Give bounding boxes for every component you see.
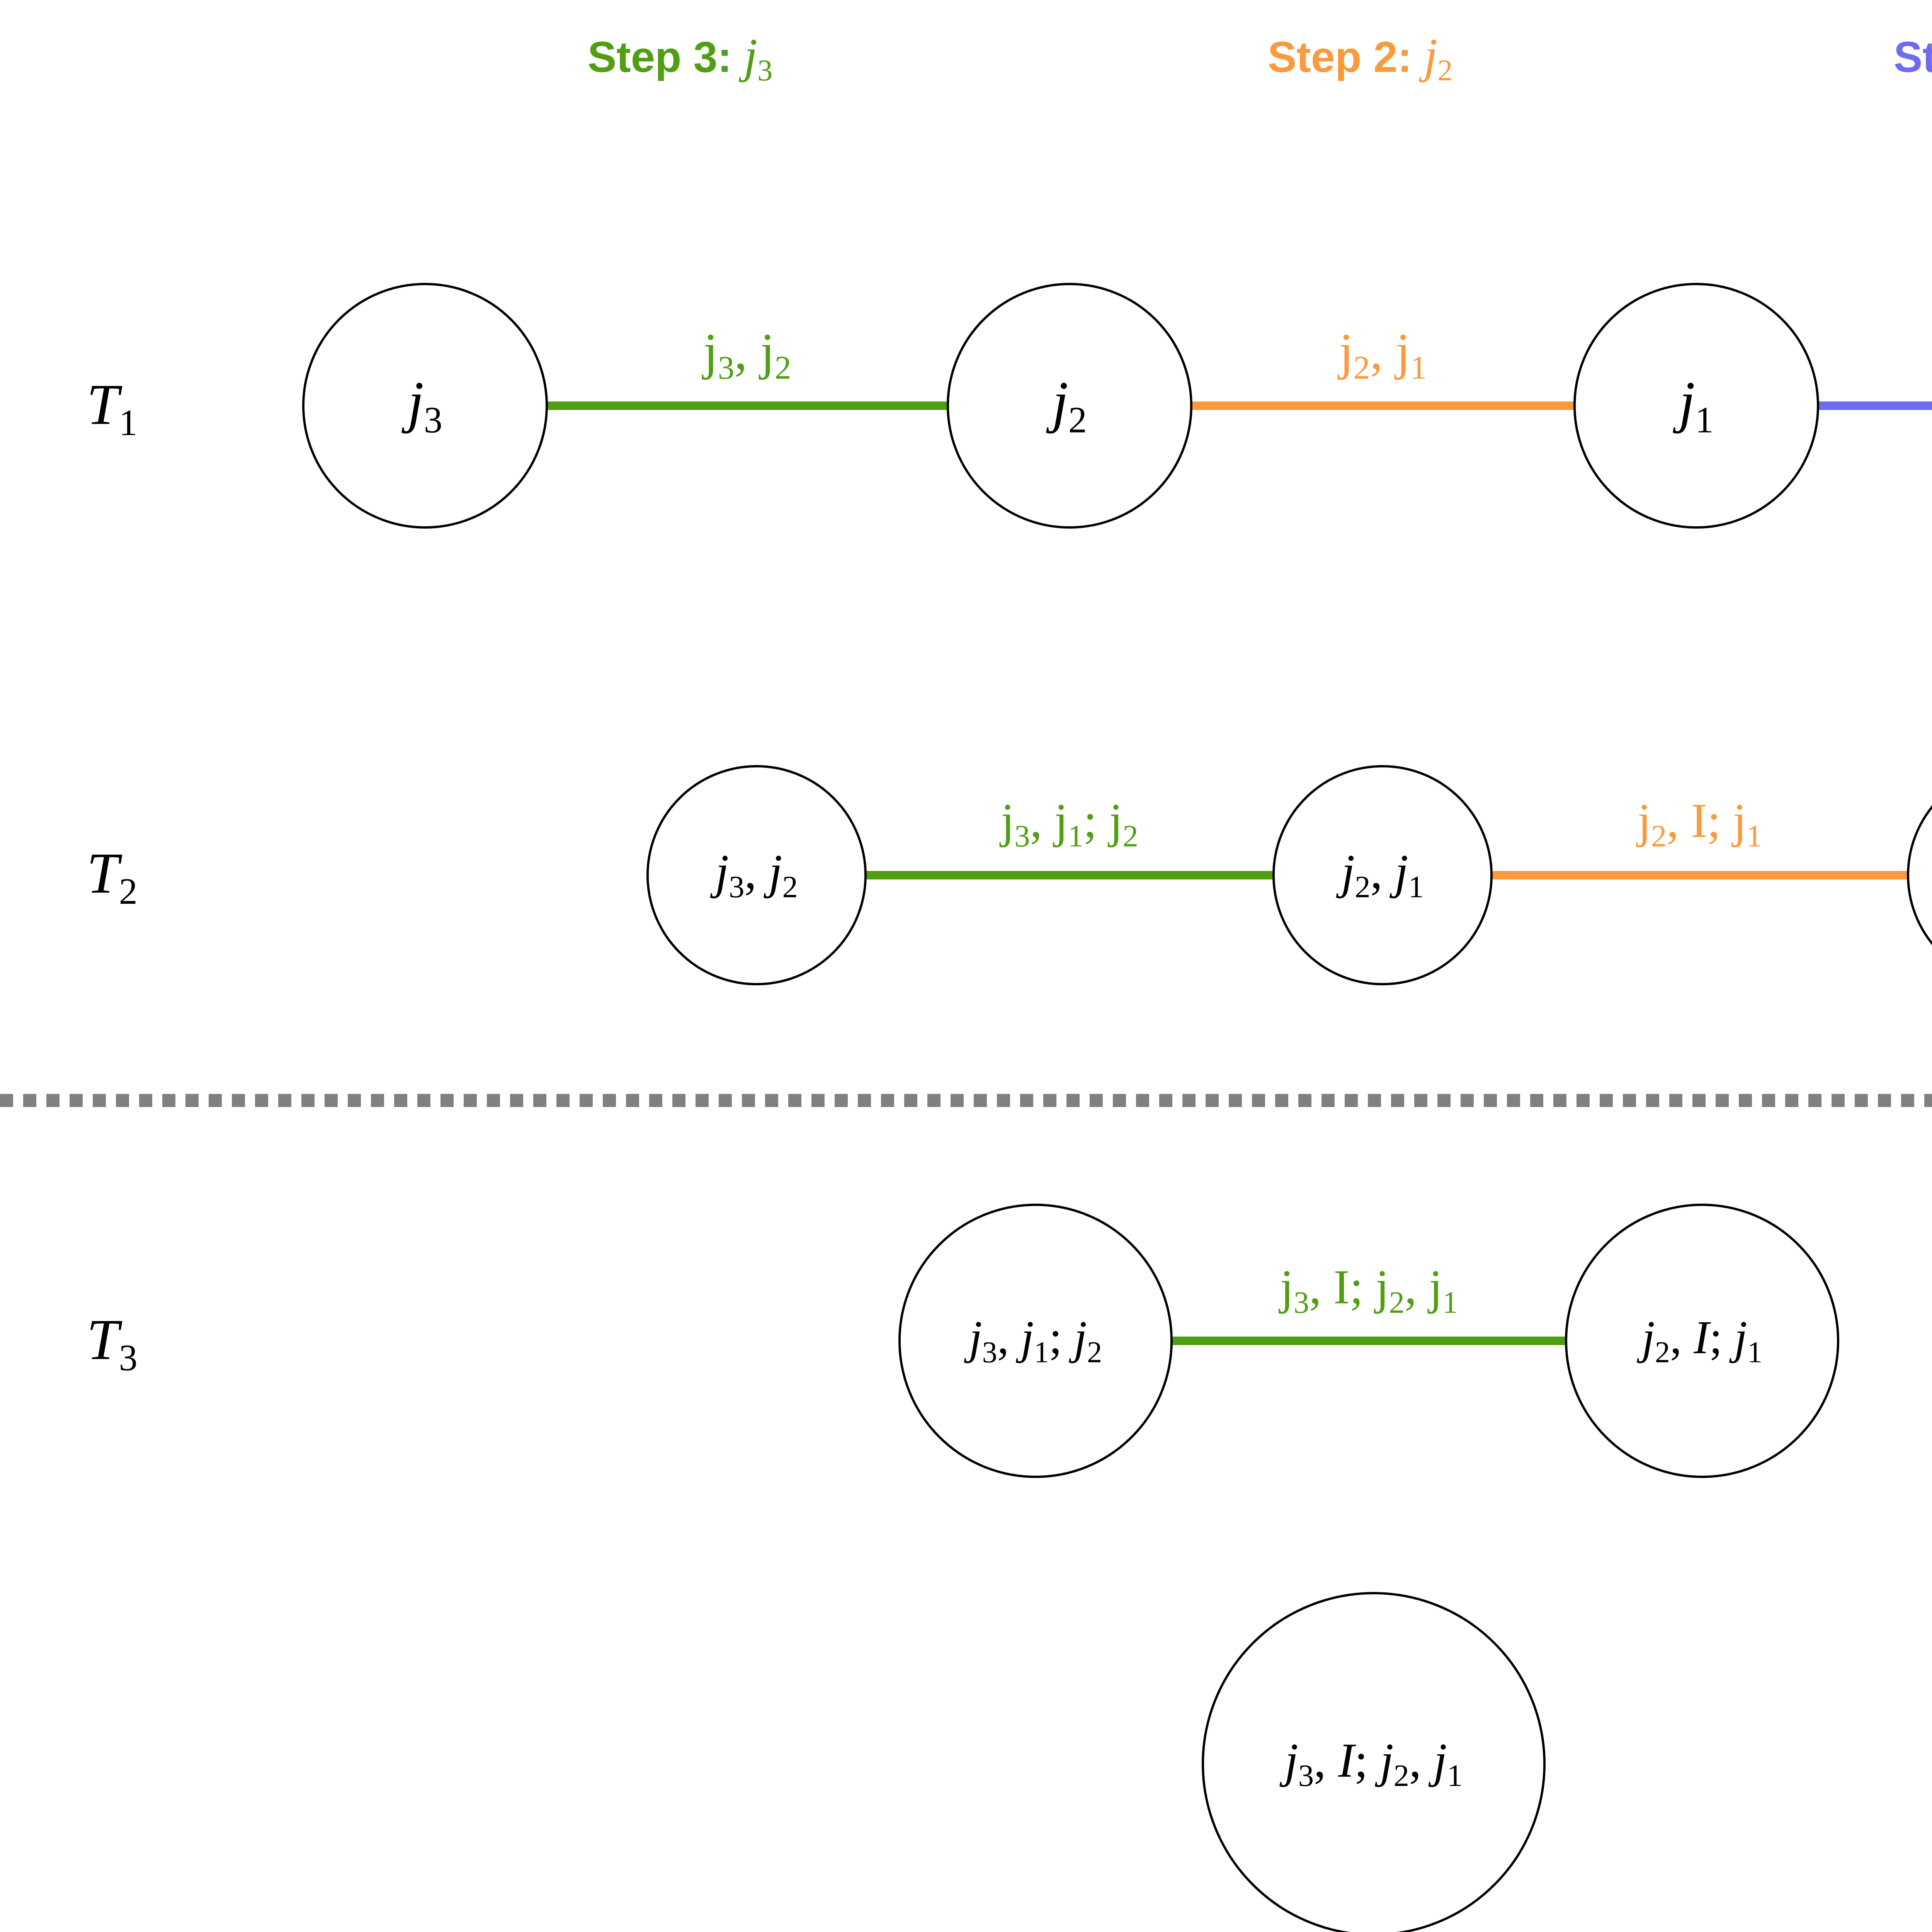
edge-label-t2-e1: j3, j1; j2	[1001, 794, 1138, 854]
row-label-t2: T2	[87, 841, 138, 912]
node-t2-n2[interactable]: j2, j1	[1272, 765, 1493, 985]
node-label: j3, j2	[715, 845, 798, 904]
edge-label-t1-e1: j3, j2	[703, 323, 791, 386]
step-header-symbol: j3	[744, 29, 773, 87]
node-label: j3, I; j2, j1	[1284, 1733, 1463, 1793]
node-t2-n1[interactable]: j3, j2	[646, 765, 867, 985]
node-t1-n1[interactable]: j3	[302, 283, 548, 529]
node-label: j2, j1	[1341, 845, 1424, 904]
node-label: j3, j1; j2	[969, 1311, 1102, 1369]
edge-label-t3-e1: j3, I; j2, j1	[1280, 1260, 1458, 1320]
row-label-t3: T3	[87, 1308, 138, 1378]
step-header-label: Step 2:	[1267, 33, 1412, 82]
edge-label-t2-e2: j2, I; j1	[1637, 794, 1762, 854]
node-label: j1	[1679, 370, 1714, 440]
node-t3-n2[interactable]: j2, I; j1	[1565, 1204, 1839, 1478]
row-label-t1: T1	[87, 372, 138, 443]
node-t1-n3[interactable]: j1	[1573, 283, 1819, 529]
node-t1-n2[interactable]: j2	[947, 283, 1192, 529]
node-label: j3	[408, 370, 442, 440]
step-header-symbol: j2	[1424, 29, 1453, 87]
step-header-3: Step 1: j1	[1894, 28, 1932, 88]
node-t3-n3[interactable]: j3, I; j2, j1	[1202, 1592, 1546, 1932]
step-header-label: Step 3:	[587, 33, 732, 82]
edge-label-t1-e2: j2, j1	[1339, 323, 1427, 386]
step-header-2: Step 2: j2	[1268, 28, 1453, 88]
node-label: j2	[1052, 370, 1087, 440]
node-t3-n1[interactable]: j3, j1; j2	[898, 1204, 1173, 1478]
node-label: j2, I; j1	[1642, 1311, 1762, 1369]
step-header-label: Step 1:	[1893, 33, 1932, 82]
step-header-1: Step 3: j3	[588, 28, 773, 88]
